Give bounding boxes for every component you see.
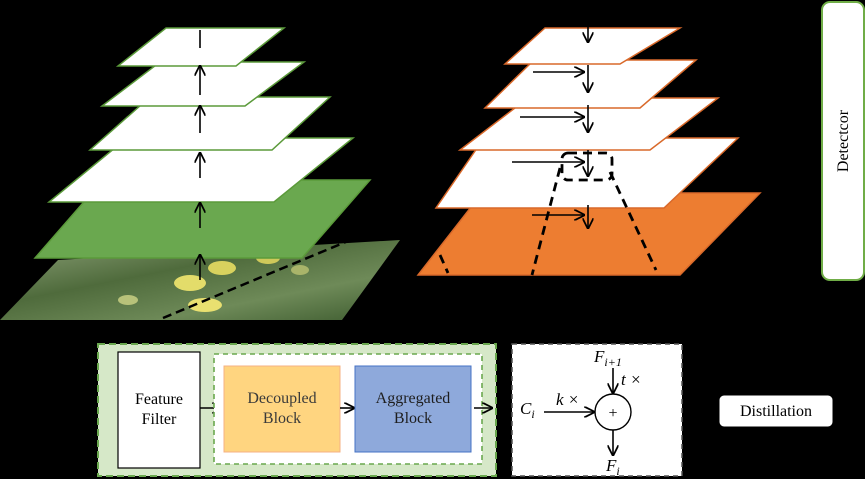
f-top-label: Fi+1: [593, 347, 622, 369]
t-multiplier-label: t ×: [621, 370, 641, 389]
pyramid-level-3: [99, 61, 307, 107]
feature-filter-line-2: Filter: [141, 411, 177, 428]
image-dashed-line: [162, 239, 349, 320]
pyramid-level-2: [88, 96, 332, 151]
c-label: Ci: [520, 399, 535, 421]
pyramid-level-4: [115, 27, 287, 67]
decoupled-block-box: [223, 365, 341, 453]
detector-box: [821, 1, 865, 281]
f-bottom-label: Fi: [605, 456, 620, 478]
k-multiplier-label: k ×: [556, 390, 579, 409]
distillation-legend-label: Distillation: [740, 403, 812, 420]
feature-filter-line-1: Feature: [135, 391, 183, 408]
feature-filter-label: Feature Filter: [118, 352, 200, 468]
distillation-legend-box: [719, 395, 833, 427]
apple-fruit-icons: [118, 252, 309, 312]
distillation-region: [438, 151, 658, 276]
decoupled-block-label: Decoupled Block: [224, 366, 340, 452]
feature-filter-box: [117, 351, 201, 469]
fusion-panel: + Fi+1 t × Ci k × Fi: [511, 343, 683, 478]
module-panel: [96, 343, 497, 477]
sum-node-plus: +: [608, 405, 617, 422]
aggregated-block-label: Aggregated Block: [355, 366, 471, 452]
decoupled-line-1: Decoupled: [247, 390, 317, 407]
aggregated-line-2: Block: [393, 410, 433, 427]
decoupled-line-2: Block: [262, 410, 302, 427]
aggregated-block-box: [354, 365, 472, 453]
aggregated-line-1: Aggregated: [375, 390, 451, 407]
left-feature-pyramid: [0, 27, 400, 320]
right-feature-pyramid: [416, 18, 762, 276]
detector-label: Detectcor: [835, 109, 852, 172]
right-level-4: [503, 27, 683, 65]
